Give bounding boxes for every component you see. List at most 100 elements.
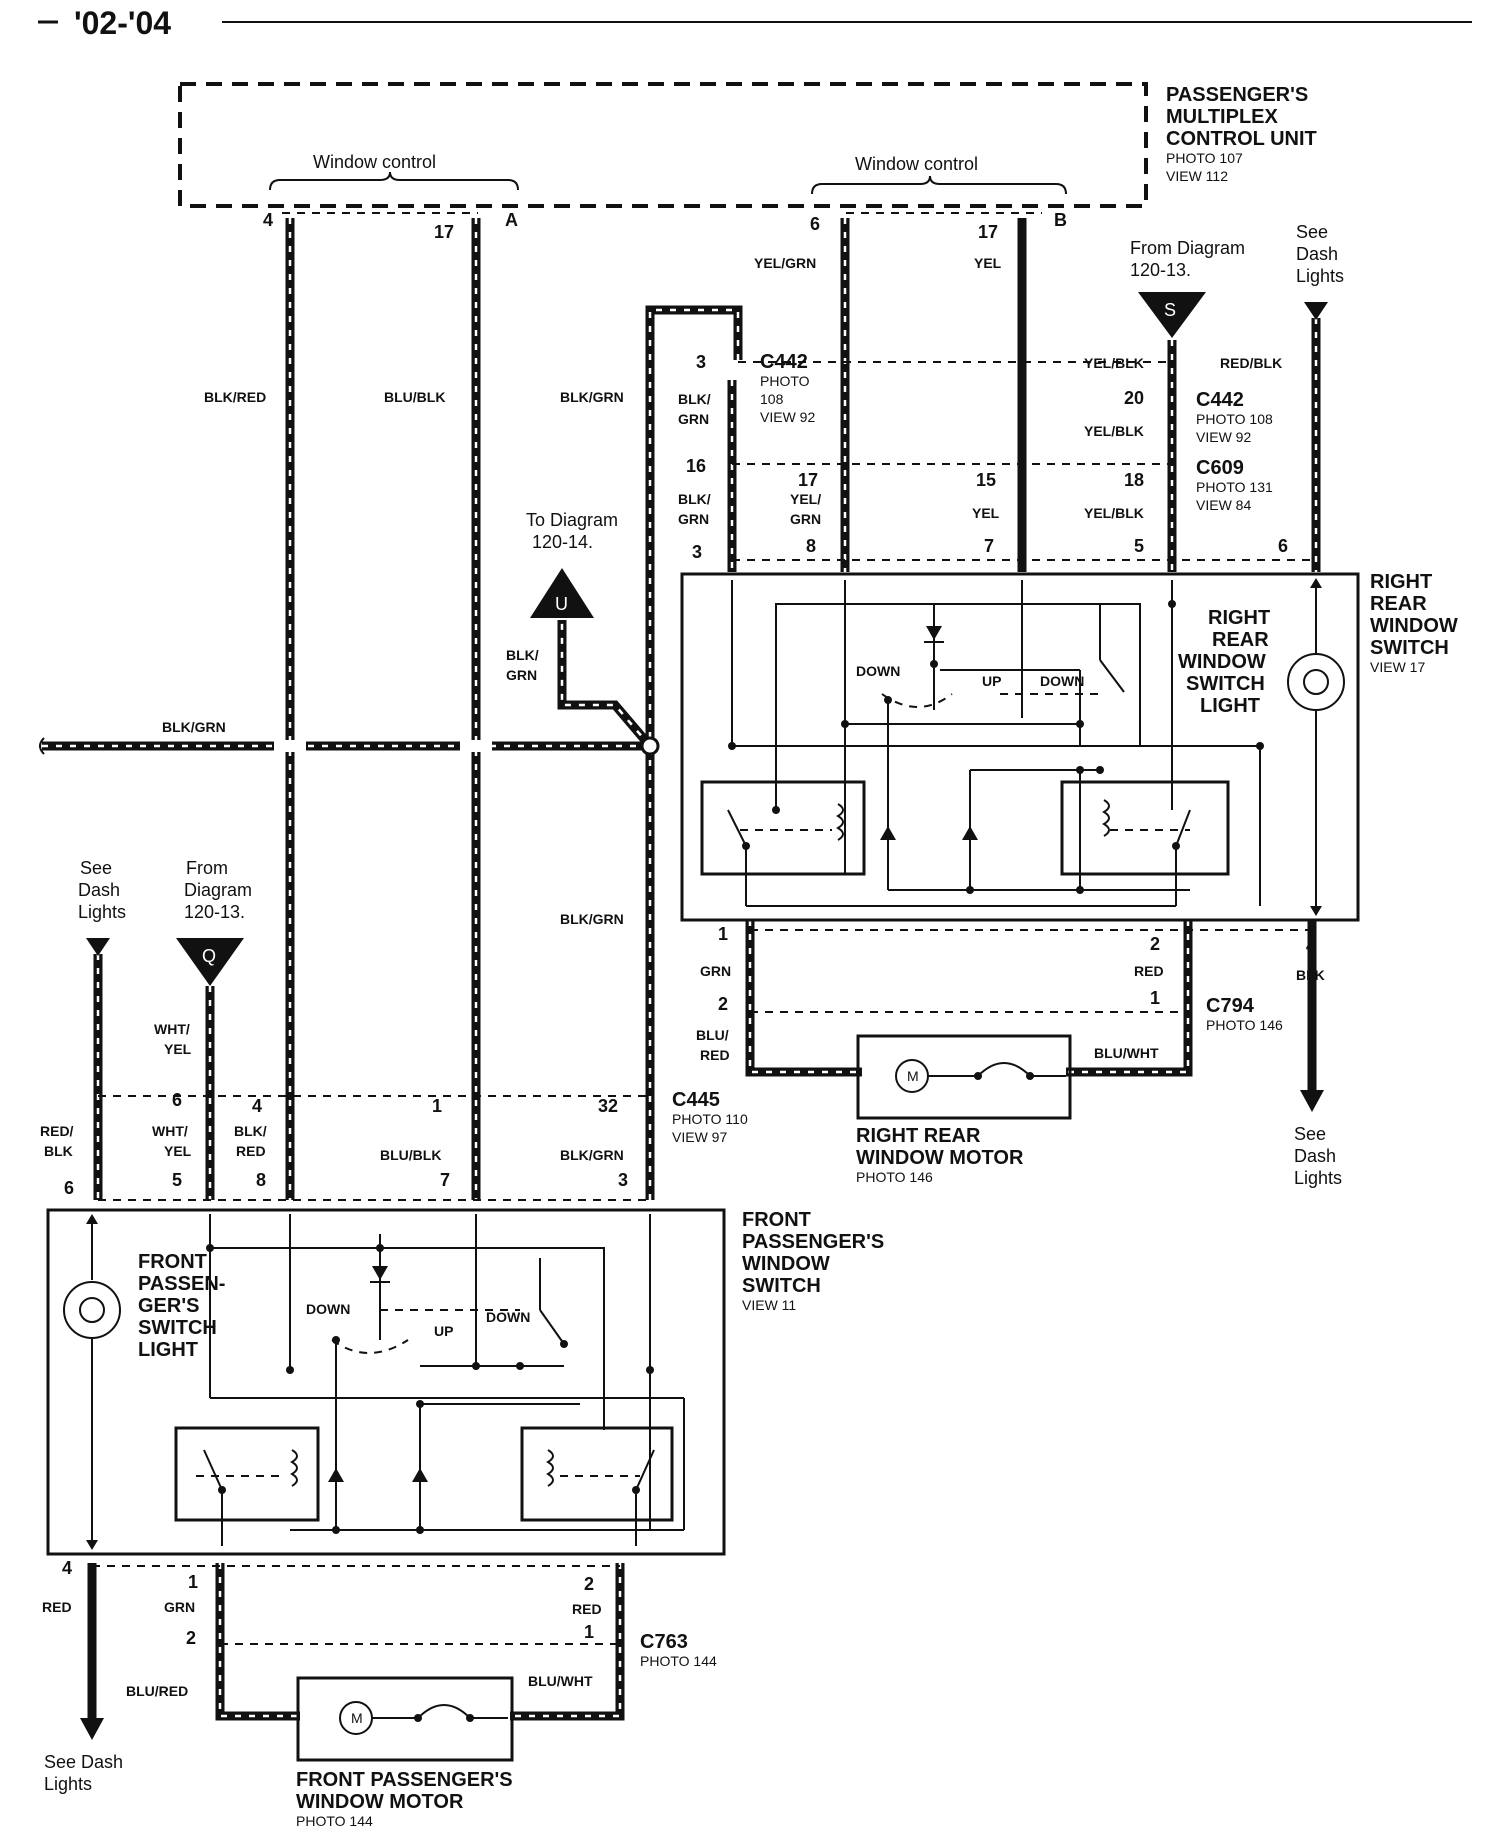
wire-wht-yel-4: YEL: [164, 1143, 192, 1159]
wire-blu-wht-rr: BLU/WHT: [1094, 1045, 1159, 1061]
wire-blk-grn-u-1: BLK/: [506, 647, 539, 663]
see-dash-br-1: See: [1294, 1124, 1326, 1144]
wire-break-icon: [39, 737, 45, 755]
q-label: Q: [202, 946, 216, 966]
group-label-b: Window control: [855, 154, 978, 174]
rr-pin-8: 8: [806, 536, 816, 556]
wire-grn-fm: GRN: [164, 1599, 195, 1615]
wire-blk-grn-u-2: GRN: [506, 667, 537, 683]
see-dash-tr-1: See: [1296, 222, 1328, 242]
from-diagram-q-triangle-icon: [176, 938, 244, 986]
rr-up-label: UP: [982, 673, 1001, 689]
from-q-line-1: From: [186, 858, 228, 878]
wire-blu-red-fm: BLU/RED: [126, 1683, 188, 1699]
dash-lights-down-arrow-icon: [1300, 1090, 1324, 1112]
rr-light-4: SWITCH: [1186, 673, 1265, 695]
wire-grn-rr: GRN: [700, 963, 731, 979]
fp-light-5: LIGHT: [138, 1339, 198, 1361]
wire-yel-c609: YEL: [972, 505, 1000, 521]
splice-dot: [640, 736, 660, 756]
c794-label: C794: [1206, 995, 1255, 1017]
fp-light-2: PASSEN-: [138, 1273, 225, 1295]
wire-blk-grn-c609-1: BLK/: [678, 491, 711, 507]
wire-blk-red-f-2: RED: [236, 1143, 266, 1159]
fp-down2-label: DOWN: [486, 1309, 530, 1325]
fp-light-3: GER'S: [138, 1295, 199, 1317]
wire-wht-yel-2: YEL: [164, 1041, 192, 1057]
multiplex-control-unit: PASSENGER'S MULTIPLEX CONTROL UNIT PHOTO…: [178, 82, 1317, 242]
from-q-line-3: 120-13.: [184, 902, 245, 922]
fp-down-label: DOWN: [306, 1301, 350, 1317]
to-diagram-u-arrow-icon: [530, 568, 594, 618]
wire-yel-blk-mid: YEL/BLK: [1084, 423, 1144, 439]
rr-down-label: DOWN: [856, 663, 900, 679]
mcu-view: VIEW 112: [1166, 168, 1228, 184]
c445-pin-4: 4: [252, 1096, 262, 1116]
fp-motor-name-2: WINDOW MOTOR: [296, 1791, 464, 1813]
c445-pin-32: 32: [598, 1096, 618, 1116]
rr-switch-name-3: WINDOW: [1370, 615, 1458, 637]
c445-photo: PHOTO 110: [672, 1111, 748, 1127]
left-dash-lights-arrow-icon: [86, 938, 110, 956]
mcu-pin-17a: 17: [434, 222, 454, 242]
wire-yel-grn-c609-1: YEL/: [790, 491, 821, 507]
rr-light-3: WINDOW: [1178, 651, 1266, 673]
wire-blk-grn-mid: BLK/GRN: [560, 911, 624, 927]
rr-switch-view: VIEW 17: [1370, 659, 1425, 675]
see-dash-tl-1: See: [80, 858, 112, 878]
fp-switch-name-3: WINDOW: [742, 1253, 830, 1275]
mcu-connector-a: A: [505, 210, 518, 230]
fs-pin-3: 3: [618, 1170, 628, 1190]
wire-wht-yel-3: WHT/: [152, 1123, 188, 1139]
rr-light-2: REAR: [1212, 629, 1269, 651]
see-dash-br-3: Lights: [1294, 1168, 1342, 1188]
c442b-view: VIEW 92: [1196, 429, 1251, 445]
wire-blk-grn-c609-2: GRN: [678, 511, 709, 527]
fp-switch-light-bulb-icon: [63, 1281, 121, 1339]
mcu-pin-4: 4: [263, 210, 273, 230]
fs-pin-7: 7: [440, 1170, 450, 1190]
rr-light-1: RIGHT: [1208, 607, 1270, 629]
mcu-name-line-3: CONTROL UNIT: [1166, 128, 1317, 150]
fs-pin-6: 6: [64, 1178, 74, 1198]
wire-blk-grn-c442-2: GRN: [678, 411, 709, 427]
see-dash-tr-3: Lights: [1296, 266, 1344, 286]
rr-switch-light-bulb-icon: [1287, 653, 1345, 711]
rr-bottom-pin-2: 2: [1150, 934, 1160, 954]
fp-switch-name-2: PASSENGER'S: [742, 1231, 884, 1253]
from-s-line-1: From Diagram: [1130, 238, 1245, 258]
c442-photo: PHOTO: [760, 373, 810, 389]
c442-view: VIEW 92: [760, 409, 815, 425]
c609-pin-15: 15: [976, 470, 996, 490]
fs-pin-8: 8: [256, 1170, 266, 1190]
fp-motor-name-1: FRONT PASSENGER'S: [296, 1769, 513, 1791]
c609-label: C609: [1196, 457, 1244, 479]
wire-blu-red-rr-1: BLU/: [696, 1027, 729, 1043]
wire-blk-grn: BLK/GRN: [560, 389, 624, 405]
wire-red-blk-l-2: BLK: [44, 1143, 73, 1159]
c609-pin-17: 17: [798, 470, 818, 490]
fp-light-1: FRONT: [138, 1251, 207, 1273]
rr-internal-circuit: [700, 580, 1261, 907]
see-dash-br-2: Dash: [1294, 1146, 1336, 1166]
rr-bottom-pin-4: 4: [1306, 936, 1316, 956]
c763-photo: PHOTO 144: [640, 1653, 717, 1669]
c609-pin-18: 18: [1124, 470, 1144, 490]
c442-pin-20: 20: [1124, 388, 1144, 408]
wire-wht-yel-1: WHT/: [154, 1021, 190, 1037]
s-label: S: [1164, 300, 1176, 320]
c442-photo-num: 108: [760, 391, 784, 407]
wire-blu-blk-f: BLU/BLK: [380, 1147, 441, 1163]
see-dash-tr-2: Dash: [1296, 244, 1338, 264]
to-u-line-2: 120-14.: [532, 532, 593, 552]
reference-symbols: U S Q: [80, 292, 1328, 1740]
right-rear-window-motor: M RIGHT REAR WINDOW MOTOR PHOTO 146: [856, 1034, 1072, 1185]
c763-pin-2: 2: [186, 1628, 196, 1648]
c794-photo: PHOTO 146: [1206, 1017, 1283, 1033]
see-dash-bl-2: Lights: [44, 1774, 92, 1794]
rr-motor-name-1: RIGHT REAR: [856, 1125, 981, 1147]
front-passenger-window-switch: FRONT PASSENGER'S WINDOW SWITCH VIEW 11 …: [46, 1208, 884, 1556]
fm-pin-1: 1: [188, 1572, 198, 1592]
rr-down2-label: DOWN: [1040, 673, 1084, 689]
wire-labels: BLK/RED BLU/BLK BLK/GRN BLK/GRN BLK/GRN …: [40, 255, 1325, 1699]
